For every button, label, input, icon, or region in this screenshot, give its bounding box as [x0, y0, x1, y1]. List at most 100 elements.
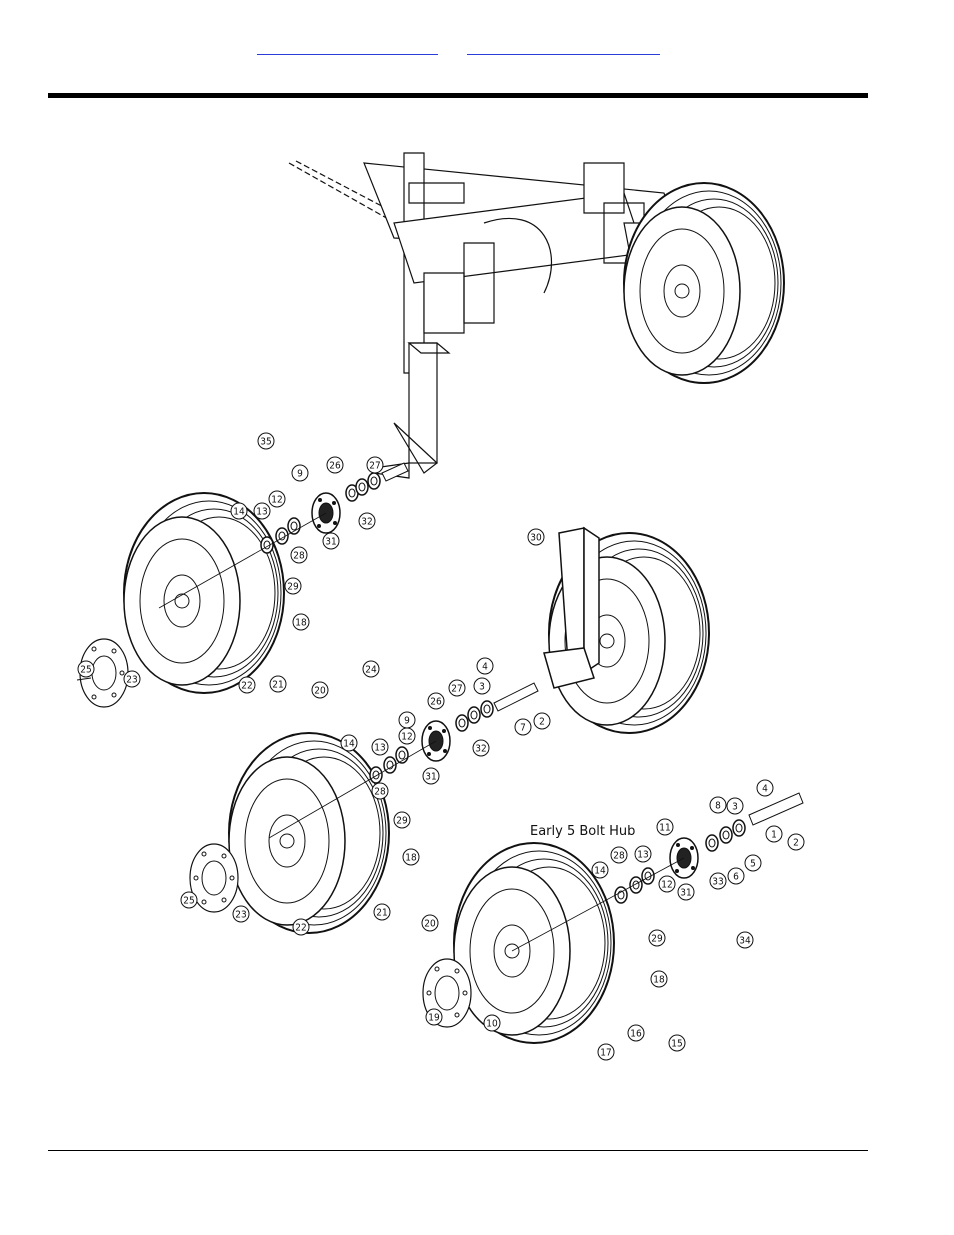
callout-22: 22	[239, 677, 255, 693]
callout-32: 32	[473, 740, 489, 756]
upper-left-wheel	[124, 493, 284, 693]
svg-text:21: 21	[272, 680, 283, 691]
svg-text:23: 23	[126, 675, 137, 686]
svg-text:31: 31	[425, 772, 436, 783]
callout-12: 12	[269, 491, 285, 507]
center-wheel	[229, 733, 389, 933]
svg-text:20: 20	[424, 919, 436, 930]
svg-text:2: 2	[539, 717, 545, 728]
svg-text:18: 18	[295, 618, 307, 629]
early-hub-wheel	[454, 843, 614, 1043]
svg-text:19: 19	[428, 1013, 440, 1024]
callout-29: 29	[649, 930, 665, 946]
svg-text:9: 9	[404, 716, 410, 727]
callout-11: 11	[657, 819, 673, 835]
callout-14: 14	[231, 503, 247, 519]
svg-text:22: 22	[295, 923, 306, 934]
svg-text:4: 4	[762, 784, 768, 795]
callout-30: 30	[528, 529, 544, 545]
callout-3: 3	[727, 798, 743, 814]
svg-text:2: 2	[793, 838, 799, 849]
svg-text:33: 33	[712, 877, 723, 888]
svg-text:26: 26	[329, 461, 341, 472]
svg-text:11: 11	[659, 823, 670, 834]
svg-text:18: 18	[653, 975, 665, 986]
svg-text:29: 29	[396, 816, 408, 827]
svg-text:17: 17	[600, 1048, 611, 1059]
callout-14: 14	[341, 735, 357, 751]
svg-text:14: 14	[594, 866, 606, 877]
svg-text:15: 15	[671, 1039, 682, 1050]
svg-text:18: 18	[405, 853, 417, 864]
callout-4: 4	[477, 658, 493, 674]
callout-3: 3	[474, 678, 490, 694]
callout-21: 21	[270, 676, 286, 692]
svg-text:20: 20	[314, 686, 326, 697]
svg-text:28: 28	[613, 851, 625, 862]
svg-text:21: 21	[376, 908, 387, 919]
callout-18: 18	[651, 971, 667, 987]
callout-13: 13	[254, 503, 270, 519]
callout-9: 9	[292, 465, 308, 481]
svg-text:14: 14	[233, 507, 245, 518]
callout-13: 13	[372, 739, 388, 755]
svg-text:35: 35	[260, 437, 271, 448]
svg-text:12: 12	[661, 880, 672, 891]
svg-text:32: 32	[361, 517, 372, 528]
svg-text:25: 25	[183, 896, 194, 907]
svg-text:3: 3	[732, 802, 738, 813]
callout-24: 24	[363, 661, 379, 677]
callout-26: 26	[327, 457, 343, 473]
callout-25: 25	[78, 661, 94, 677]
svg-text:13: 13	[637, 850, 648, 861]
callout-10: 10	[484, 1015, 500, 1031]
svg-text:31: 31	[680, 888, 691, 899]
header-link-1[interactable]	[257, 40, 438, 55]
callout-25: 25	[181, 892, 197, 908]
svg-text:27: 27	[369, 461, 380, 472]
callout-18: 18	[403, 849, 419, 865]
footer-rule	[48, 1150, 868, 1151]
svg-text:3: 3	[479, 682, 485, 693]
callout-8: 8	[710, 797, 726, 813]
callout-14: 14	[592, 862, 608, 878]
callout-31: 31	[323, 533, 339, 549]
callout-20: 20	[422, 915, 438, 931]
callout-23: 23	[233, 906, 249, 922]
header-rule	[48, 93, 868, 98]
callout-2: 2	[534, 713, 550, 729]
callout-34: 34	[737, 932, 753, 948]
callout-16: 16	[628, 1025, 644, 1041]
callout-5: 5	[745, 855, 761, 871]
callout-12: 12	[399, 728, 415, 744]
svg-text:13: 13	[256, 507, 267, 518]
diagram-caption: Early 5 Bolt Hub	[530, 824, 635, 839]
callout-29: 29	[394, 812, 410, 828]
callout-23: 23	[124, 671, 140, 687]
callout-20: 20	[312, 682, 328, 698]
svg-text:27: 27	[451, 684, 462, 695]
callout-32: 32	[359, 513, 375, 529]
callout-29: 29	[285, 578, 301, 594]
callout-9: 9	[399, 712, 415, 728]
svg-text:23: 23	[235, 910, 246, 921]
callout-17: 17	[598, 1044, 614, 1060]
callout-13: 13	[635, 846, 651, 862]
svg-text:10: 10	[486, 1019, 498, 1030]
svg-text:28: 28	[293, 551, 305, 562]
svg-text:12: 12	[401, 732, 412, 743]
callout-28: 28	[611, 847, 627, 863]
callout-7: 7	[515, 719, 531, 735]
svg-text:12: 12	[271, 495, 282, 506]
svg-text:30: 30	[530, 533, 542, 544]
upper-right-wheel	[624, 183, 784, 383]
callout-21: 21	[374, 904, 390, 920]
svg-text:1: 1	[771, 830, 777, 841]
callout-1: 1	[766, 826, 782, 842]
svg-text:25: 25	[80, 665, 91, 676]
svg-text:34: 34	[739, 936, 751, 947]
callout-31: 31	[423, 768, 439, 784]
callout-4: 4	[757, 780, 773, 796]
header-link-2[interactable]	[467, 40, 660, 55]
